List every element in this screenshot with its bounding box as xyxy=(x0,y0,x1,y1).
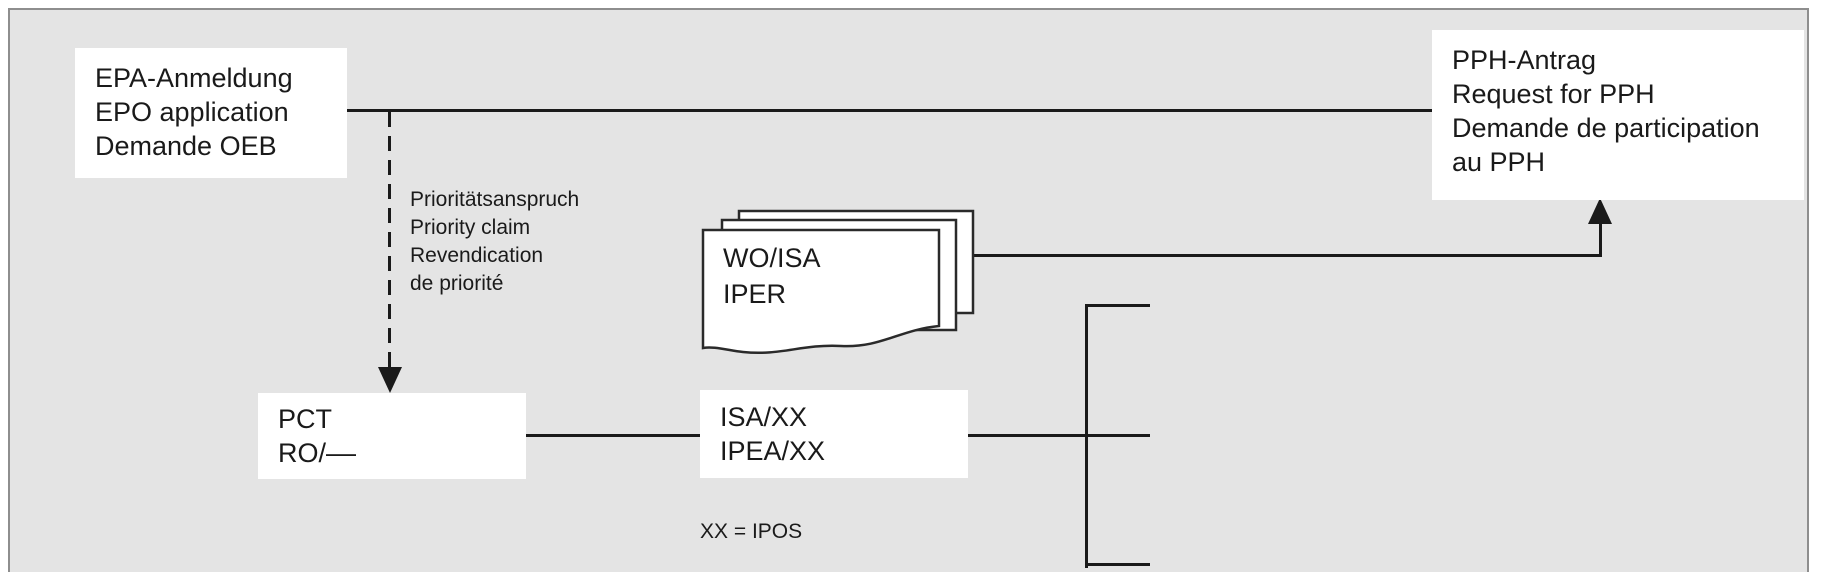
box-pph-line: Demande de participation xyxy=(1452,113,1760,143)
documents-label-line: WO/ISA xyxy=(723,243,821,273)
documents-label: WO/ISA IPER xyxy=(723,240,821,312)
box-pct-line: RO/–– xyxy=(278,438,357,468)
arrow-up-icon xyxy=(1588,198,1612,224)
bracket-vertical-line xyxy=(1085,304,1088,568)
box-pph-request: PPH-Antrag Request for PPH Demande de pa… xyxy=(1432,30,1804,200)
box-isa-line: ISA/XX xyxy=(720,402,808,432)
connector-epa-to-pph xyxy=(347,109,1432,112)
connector-documents-vertical xyxy=(1599,220,1602,257)
connector-documents-horizontal xyxy=(973,254,1602,257)
legend-xx-ipos: XX = IPOS xyxy=(700,520,803,543)
priority-claim-line: Revendication xyxy=(410,244,544,267)
box-epa-line: EPA-Anmeldung xyxy=(95,63,293,93)
connector-priority-dashed xyxy=(388,112,391,368)
box-pct-receiving-office: PCT RO/–– xyxy=(258,393,526,479)
box-pph-line: Request for PPH xyxy=(1452,79,1655,109)
priority-claim-line: Priority claim xyxy=(410,216,531,239)
box-pph-line: PPH-Antrag xyxy=(1452,45,1597,75)
box-isa-line: IPEA/XX xyxy=(720,436,826,466)
box-pct-line: PCT xyxy=(278,404,332,434)
documents-label-line: IPER xyxy=(723,279,787,309)
priority-claim-label: Prioritätsanspruch Priority claim Revend… xyxy=(410,186,579,298)
box-epa-application: EPA-Anmeldung EPO application Demande OE… xyxy=(75,48,347,178)
bracket-top-line xyxy=(1085,304,1150,307)
bracket-bottom-line xyxy=(1085,563,1150,566)
box-epa-line: Demande OEB xyxy=(95,131,277,161)
box-epa-line: EPO application xyxy=(95,97,289,127)
connector-pct-to-isa xyxy=(526,434,700,437)
box-pph-line: au PPH xyxy=(1452,147,1546,177)
connector-isa-to-bracket xyxy=(968,434,1150,437)
priority-claim-line: de priorité xyxy=(410,272,504,295)
document-stack-icon xyxy=(701,209,975,355)
arrow-down-icon xyxy=(378,367,402,393)
priority-claim-line: Prioritätsanspruch xyxy=(410,188,580,211)
box-isa-ipea: ISA/XX IPEA/XX xyxy=(700,390,968,478)
